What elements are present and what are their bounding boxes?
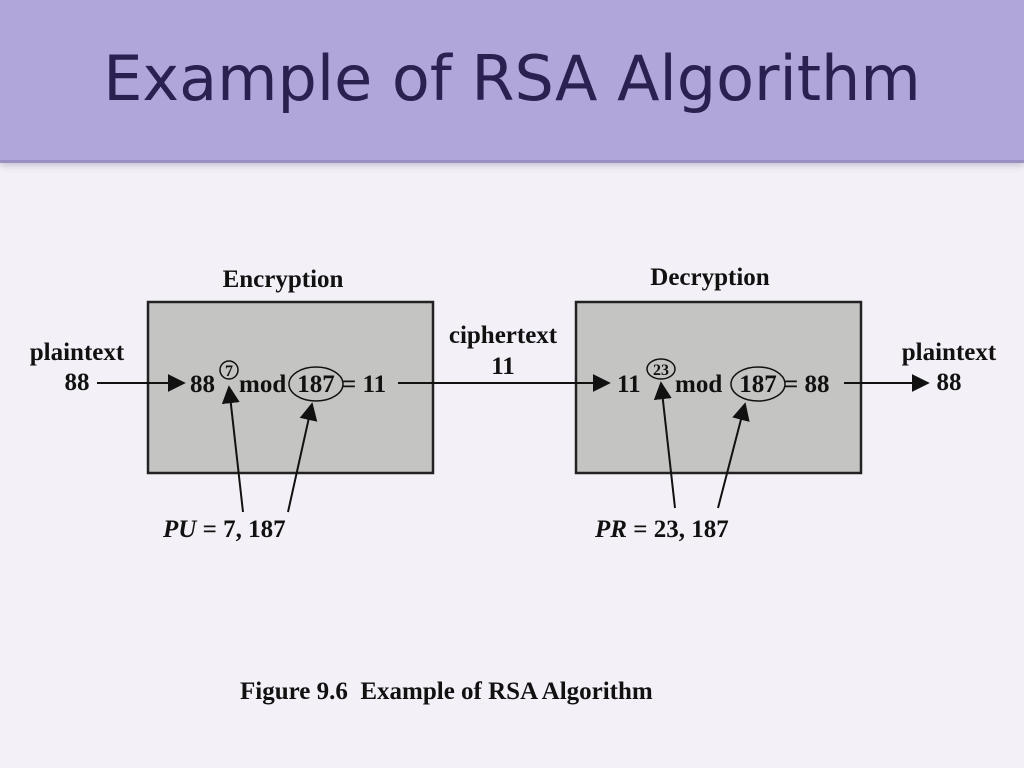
private-key-symbol: PR	[594, 516, 627, 543]
input-plaintext-value: 88	[65, 369, 90, 396]
private-key-value: = 23, 187	[627, 516, 729, 543]
slide-title: Example of RSA Algorithm	[103, 42, 921, 115]
encryption-box	[146, 300, 435, 475]
pu-exponent-arrow	[221, 385, 244, 513]
title-bar	[0, 0, 1024, 163]
figure-caption: Figure 9.6 Example of RSA Algorithm	[240, 678, 653, 705]
pr-exponent-arrow	[653, 381, 676, 509]
decryption-heading: Decryption	[650, 264, 770, 291]
enc-result: = 11	[342, 371, 386, 398]
pu-modulus-arrow	[287, 402, 318, 513]
decryption-box	[574, 300, 863, 475]
encryption-heading: Encryption	[223, 266, 344, 293]
dec-base: 11	[617, 371, 641, 398]
private-key-label: PR = 23, 187	[594, 516, 729, 543]
pr-modulus-arrow	[717, 402, 750, 509]
enc-exponent-circle	[219, 360, 239, 380]
public-key-value: = 7, 187	[196, 516, 285, 543]
enc-base: 88	[190, 371, 215, 398]
ciphertext-value: 11	[491, 353, 515, 380]
dec-modulus-circle	[730, 366, 786, 402]
dec-modulus: 187	[739, 371, 777, 398]
output-plaintext-label: plaintext	[902, 339, 997, 366]
output-plaintext-value: 88	[937, 369, 962, 396]
enc-modulus: 187	[297, 371, 335, 398]
dec-exponent: 23	[653, 362, 669, 379]
public-key-label: PU = 7, 187	[162, 516, 286, 543]
enc-exponent: 7	[225, 363, 233, 380]
enc-modulus-circle	[288, 366, 344, 402]
ciphertext-label: ciphertext	[449, 322, 558, 349]
enc-mod: mod	[239, 371, 286, 398]
public-key-symbol: PU	[162, 516, 198, 543]
dec-mod: mod	[675, 371, 722, 398]
dec-exponent-circle	[646, 358, 676, 380]
dec-result: = 88	[784, 371, 830, 398]
input-plaintext-label: plaintext	[30, 339, 125, 366]
